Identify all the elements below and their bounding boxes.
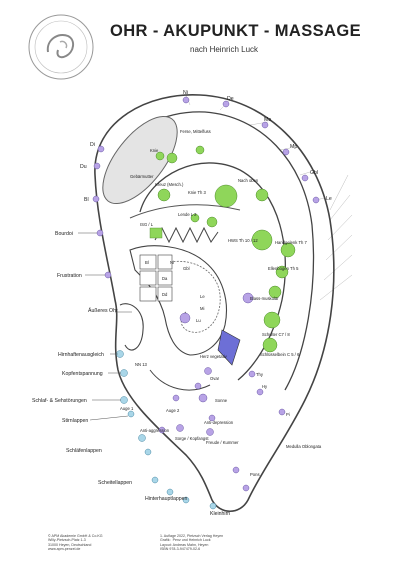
- label-pi: Pi: [286, 412, 290, 417]
- label-bourdoi: Bourdoi: [55, 231, 73, 237]
- label-auge1: Auge 1: [120, 406, 134, 411]
- label-hws: HWS Th 10 / 12: [228, 238, 258, 243]
- label-le: Le: [200, 294, 205, 299]
- label-ile: ISG / L: [140, 222, 154, 227]
- rim-label-gbl: Gbl: [310, 170, 318, 176]
- label-knie: Knie: [150, 148, 159, 153]
- page-subtitle: nach Heinrich Luck: [190, 45, 259, 54]
- lightblue-points: [116, 350, 217, 510]
- label-medulla: Medulla Oblongata: [286, 444, 322, 449]
- label-schlaefenlappen: Schläfenlappen: [66, 448, 102, 454]
- leader-lines: [78, 232, 132, 421]
- label-nn: NN 13: [135, 362, 148, 367]
- zigzag-zone: [154, 226, 219, 244]
- label-herz: Herz vegetativ: [200, 354, 228, 359]
- rim-label-mp: Mp: [290, 144, 297, 150]
- spiral-cartilage: [169, 260, 221, 333]
- label-handgelenk: Handgelenk Th 7: [275, 240, 307, 245]
- label-anti-depr: Anti-depression: [204, 420, 234, 425]
- label-kopfentspannung: Kopfentspannung: [62, 371, 103, 377]
- label-pons: Pons: [250, 472, 260, 477]
- label-schluessel: Schlüsselbein C 5 / 6: [260, 352, 300, 357]
- label-gebaermutter: Gebärmutter: [130, 174, 154, 179]
- label-du: Du: [80, 164, 87, 170]
- label-kleinhirn: Kleinhirn: [210, 511, 230, 517]
- label-ovar: Ovar: [210, 376, 220, 381]
- footer-left: © APM Akademie GmbH & Co.KG Willy-Pietzs…: [48, 534, 103, 552]
- label-lende: Lende L 2: [178, 212, 197, 217]
- label-hinterhauptlappen: Hinterhauptlappen: [145, 496, 188, 502]
- label-schulter: Schulter C7 / 8: [262, 332, 290, 337]
- green-points: [155, 145, 296, 353]
- green-band: [149, 227, 163, 239]
- label-schlaf: Schlaf- & Sehstörungen: [32, 398, 87, 404]
- label-mm: Blass-muskulär: [250, 296, 279, 301]
- ear-outline: [94, 94, 335, 513]
- label-ferse: Ferse, Mittelfuss: [180, 129, 211, 134]
- label-mi: Mi: [200, 306, 204, 311]
- label-knie-th: Knie Th 3: [188, 190, 207, 195]
- label-dd: Dd: [162, 292, 168, 297]
- label-bl-inner: Bl: [145, 260, 149, 265]
- page-title: OHR - AKUPUNKT - MASSAGE: [110, 22, 361, 40]
- label-lu: Lu: [196, 318, 201, 323]
- tragus: [119, 303, 144, 351]
- heart-zone: [217, 329, 241, 366]
- label-aeusseres-ohr: Äußeres Ohr: [88, 307, 118, 314]
- label-sonne: Sonne: [215, 398, 228, 403]
- label-auge2: Auge 2: [166, 408, 180, 413]
- label-nach-oben: Nach oben: [238, 178, 259, 183]
- lobe-inner: [149, 369, 211, 391]
- label-hirnhaefte: Hirnhaftenausgleich: [58, 352, 104, 358]
- scapha-zone: [102, 115, 178, 205]
- rim-label-le: Le: [326, 196, 332, 202]
- footer-right: 1. Auflage 2022, Pietzsch Verlag Heyen G…: [160, 534, 224, 552]
- label-freude: Freude / Kummer: [206, 440, 239, 445]
- label-scheitellappen: Scheitellappen: [98, 480, 132, 486]
- label-frustration: Frustration: [57, 273, 82, 279]
- concha-boxes: [139, 254, 173, 302]
- label-ellenbogen: Ellenbogen Th 5: [268, 266, 299, 271]
- label-gbl-inner: Gbl: [183, 266, 190, 271]
- label-di: Di: [90, 142, 95, 148]
- label-ni: Ni: [170, 260, 174, 265]
- label-da: Da: [162, 276, 168, 281]
- rim-label-ni: Ni: [183, 90, 188, 96]
- label-bl: Bl: [84, 197, 89, 203]
- rim-label-de: De: [227, 96, 234, 102]
- label-thy: Thy: [256, 372, 264, 377]
- label-kreuz: Kreuz (Mesch.): [155, 182, 184, 187]
- label-anti-aggr: Anti-aggression: [140, 428, 170, 433]
- rim-label-ma: Ma: [264, 117, 271, 123]
- label-stirnlappen: Stirnlappen: [62, 418, 88, 424]
- concha: [129, 245, 228, 356]
- brand-logo: [26, 12, 96, 82]
- label-hy: Hy: [262, 384, 268, 389]
- label-sorge: Sorge / Kopfangst: [175, 436, 209, 441]
